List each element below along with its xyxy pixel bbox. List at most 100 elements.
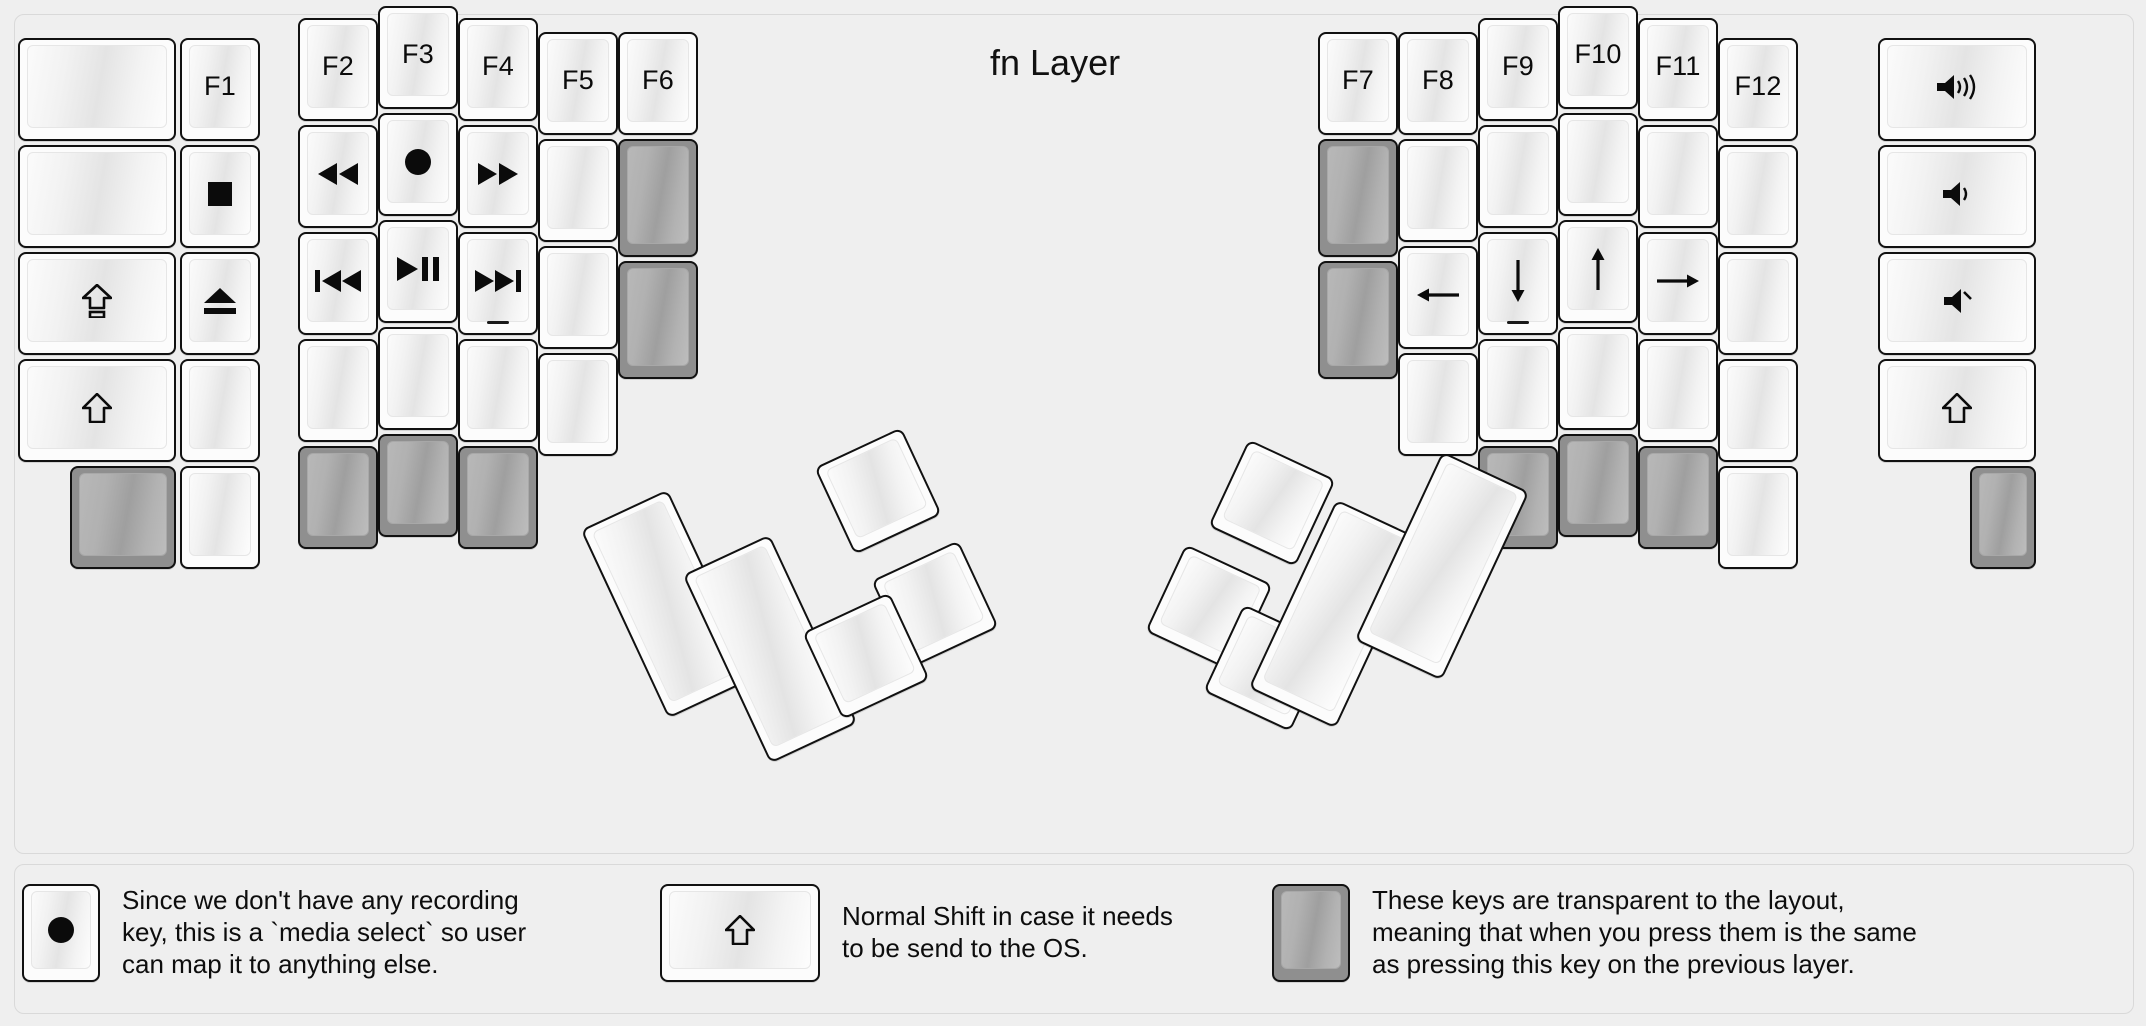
right-col-f11-key-3[interactable] [1638,339,1718,442]
right-col-f12-key-3[interactable] [1718,359,1798,462]
key-label: F4 [482,51,514,81]
right-col-f12-key-0[interactable]: F12 [1718,38,1798,141]
left-col-f5-key-2[interactable] [538,246,618,349]
right-col-f7-key-2[interactable] [1318,261,1398,379]
left-col-f2-key-0[interactable]: F2 [298,18,378,121]
right-col-f10-key-4[interactable] [1558,434,1638,537]
left-col-f3-key-2[interactable] [378,220,458,323]
right-col-f8-key-0[interactable]: F8 [1398,32,1478,135]
keycap-face [189,259,251,342]
keycap-face [307,453,369,536]
keycap-face: F2 [307,25,369,108]
right-col-f8-key-1[interactable] [1398,139,1478,242]
legend-key-2[interactable] [1272,884,1350,982]
keycap-face [387,227,449,310]
right-col-f10-key-3[interactable] [1558,327,1638,430]
key-label: F5 [562,65,594,95]
key-label: F11 [1655,51,1701,81]
keycap-face [1647,132,1709,215]
left-col-f1-key-1[interactable] [180,145,260,248]
left-col-f1-key-0[interactable]: F1 [180,38,260,141]
left-col-f3-key-3[interactable] [378,327,458,430]
left-col-f1-key-4[interactable] [180,466,260,569]
legend-key-0[interactable] [22,884,100,982]
left-col-f3-key-1[interactable] [378,113,458,216]
play-pause-icon [396,256,440,282]
left-col-mod-key-1[interactable] [18,145,176,248]
right-col-f11-key-1[interactable] [1638,125,1718,228]
keycap-face [1887,366,2027,449]
legend-text-1: Normal Shift in case it needs to be send… [842,901,1173,963]
keycap-face: F1 [189,45,251,128]
arrow-down-icon [1507,259,1529,303]
right-col-f11-key-2[interactable] [1638,232,1718,335]
left-col-f4-key-2[interactable] [458,232,538,335]
left-col-f3-key-0[interactable]: F3 [378,6,458,109]
keycap-face [1281,891,1341,969]
key-label: F7 [1342,65,1374,95]
keycap-face [1647,346,1709,429]
right-col-media-key-3[interactable] [1878,359,2036,462]
left-col-mod-key-4[interactable] [70,466,176,569]
legend-key-1[interactable] [660,884,820,982]
left-col-f6-key-1[interactable] [618,139,698,257]
key-label: F6 [642,65,674,95]
stop-icon [207,181,233,207]
keycap-face [669,891,811,969]
right-col-f11-key-4[interactable] [1638,446,1718,549]
left-col-f6-key-0[interactable]: F6 [618,32,698,135]
right-col-f11-key-0[interactable]: F11 [1638,18,1718,121]
left-col-f2-key-4[interactable] [298,446,378,549]
right-col-f7-key-0[interactable]: F7 [1318,32,1398,135]
right-col-f12-key-1[interactable] [1718,145,1798,248]
left-col-f5-key-3[interactable] [538,353,618,456]
left-col-f2-key-3[interactable] [298,339,378,442]
left-col-f4-key-4[interactable] [458,446,538,549]
right-col-f8-key-2[interactable] [1398,246,1478,349]
keycap-face [1567,227,1629,310]
right-col-f9-key-3[interactable] [1478,339,1558,442]
left-col-f1-key-3[interactable] [180,359,260,462]
right-col-f9-key-0[interactable]: F9 [1478,18,1558,121]
rewind-icon [317,162,359,186]
prev-track-icon [314,269,362,293]
left-col-f2-key-2[interactable] [298,232,378,335]
keycap-face [1327,146,1389,244]
left-col-mod-key-3[interactable] [18,359,176,462]
left-col-f3-key-4[interactable] [378,434,458,537]
legend-text-2: These keys are transparent to the layout… [1372,885,1917,979]
keycap-face: F7 [1327,39,1389,122]
right-col-f7-key-1[interactable] [1318,139,1398,257]
left-col-f5-key-1[interactable] [538,139,618,242]
keycap-face [1567,334,1629,417]
right-col-f12-key-2[interactable] [1718,252,1798,355]
right-col-f8-key-3[interactable] [1398,353,1478,456]
right-col-f10-key-0[interactable]: F10 [1558,6,1638,109]
left-col-f4-key-3[interactable] [458,339,538,442]
left-col-f1-key-2[interactable] [180,252,260,355]
right-col-f12-key-4[interactable] [1718,466,1798,569]
left-col-f4-key-1[interactable] [458,125,538,228]
right-col-media-key-1[interactable] [1878,145,2036,248]
right-col-f10-key-2[interactable] [1558,220,1638,323]
right-col-f10-key-1[interactable] [1558,113,1638,216]
keycap-face [307,132,369,215]
keycap-face [1567,441,1629,524]
keycap-face [1567,120,1629,203]
left-col-f5-key-0[interactable]: F5 [538,32,618,135]
left-col-mod-key-2[interactable] [18,252,176,355]
left-col-f4-key-0[interactable]: F4 [458,18,538,121]
key-label: F2 [322,51,354,81]
keycap-face [1727,366,1789,449]
right-col-f9-key-2[interactable] [1478,232,1558,335]
legend-text-0: Since we don't have any recording key, t… [122,885,527,979]
right-col-media-key-0[interactable] [1878,38,2036,141]
right-col-media-key-2[interactable] [1878,252,2036,355]
left-col-f2-key-1[interactable] [298,125,378,228]
left-col-mod-key-0[interactable] [18,38,176,141]
right-col-media-key-4[interactable] [1970,466,2036,569]
right-col-f9-key-1[interactable] [1478,125,1558,228]
keycap-face [1407,360,1469,443]
shift-icon [82,392,112,423]
left-col-f6-key-2[interactable] [618,261,698,379]
